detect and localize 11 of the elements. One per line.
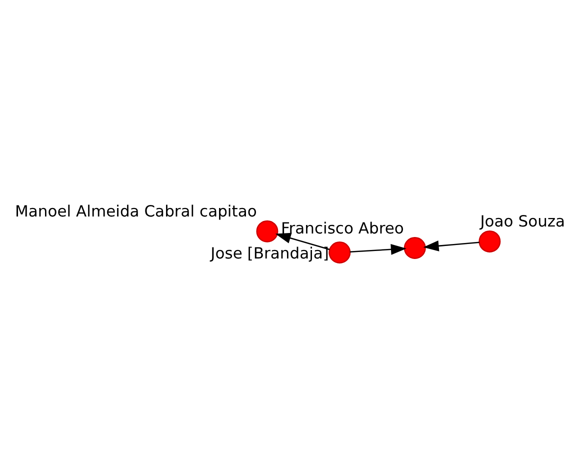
node-label: Manoel Almeida Cabral capitao [15, 202, 257, 220]
node-label: Francisco Abreo [280, 218, 404, 237]
arrow [350, 244, 406, 254]
arrow [275, 232, 330, 250]
node-circle [478, 230, 501, 252]
node-circle [404, 236, 426, 259]
node-label: Joao Souza [480, 212, 566, 230]
arrow [423, 240, 480, 251]
node-circle [256, 220, 278, 242]
node-circle [328, 240, 351, 263]
node-label: Jose [Brandaja] [210, 244, 329, 262]
